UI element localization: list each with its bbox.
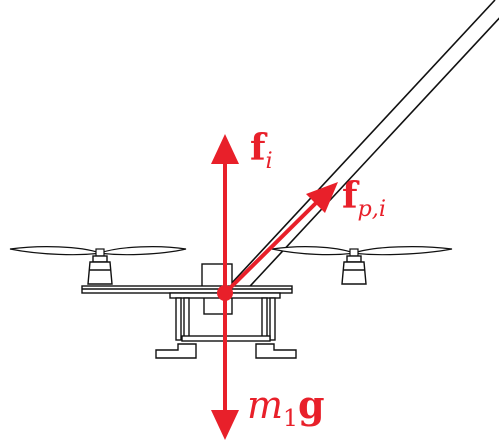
gravity-label: m1g — [247, 386, 325, 431]
gravity-accel: g — [298, 382, 325, 427]
thrust-arrow-head — [211, 134, 239, 164]
force-vectors — [211, 134, 338, 440]
thrust-label: fi — [250, 130, 273, 172]
right-propeller — [271, 246, 453, 257]
right-motor — [341, 255, 367, 285]
cable-force-arrow-head — [306, 182, 338, 213]
thrust-symbol: f — [250, 127, 266, 169]
frame-arms — [81, 285, 293, 299]
left-motor — [87, 255, 113, 285]
gravity-mass-subscript: 1 — [283, 404, 299, 433]
thrust-subscript: i — [265, 147, 273, 174]
cable-force-label: fp,i — [342, 178, 386, 220]
cable-force-subscript: p,i — [357, 195, 387, 222]
left-propeller — [9, 246, 187, 257]
gravity-arrow-head — [211, 410, 239, 440]
application-point — [217, 285, 233, 301]
cable-force-symbol: f — [342, 175, 358, 217]
cable-force-arrow-shaft — [223, 199, 320, 295]
gravity-mass: m — [247, 383, 284, 427]
landing-gear — [155, 297, 297, 359]
